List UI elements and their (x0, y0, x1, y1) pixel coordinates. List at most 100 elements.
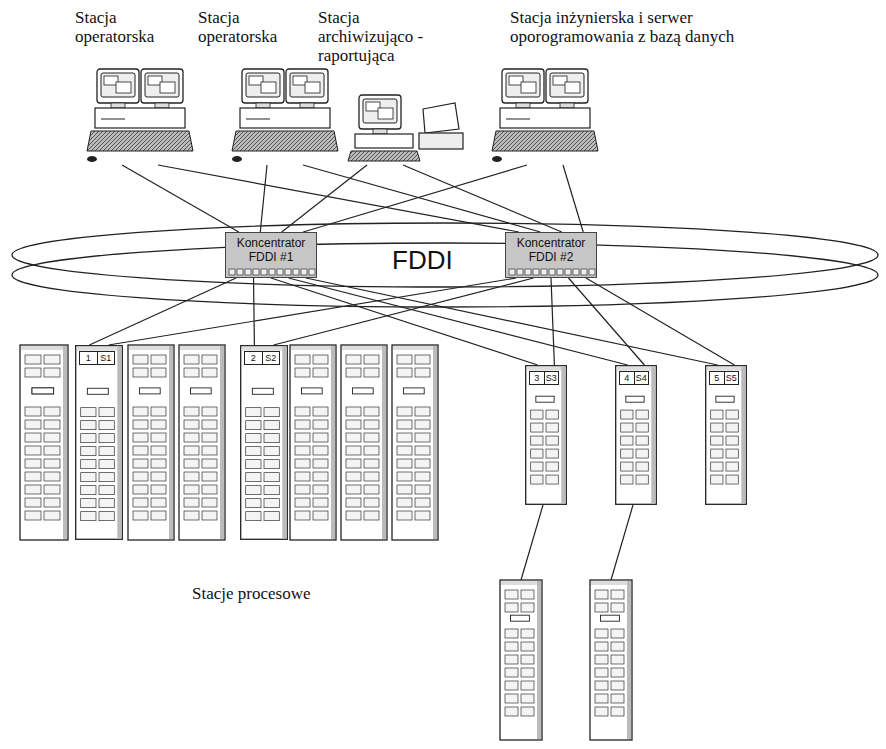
card-slot (611, 681, 624, 690)
card-slot (364, 472, 379, 481)
card-slot (621, 410, 633, 419)
card-slot (364, 485, 379, 494)
card-slot (611, 629, 624, 638)
card-slot (133, 407, 148, 416)
keyboard (87, 131, 193, 151)
card-slot (202, 407, 217, 416)
card-slot (295, 368, 310, 377)
workstation-icon (230, 69, 350, 165)
port (573, 269, 579, 275)
card-slot (25, 407, 41, 416)
mouse (232, 156, 242, 162)
node-label: Stacja operatorska (198, 8, 310, 46)
card-slot (99, 447, 114, 456)
card-slot (81, 434, 96, 443)
cabinet (706, 366, 747, 505)
card-slot (313, 446, 328, 455)
workstation: Stacja inżynierska i serwer oporogramowa… (500, 8, 785, 165)
card-slot (133, 498, 148, 507)
card-slot (711, 436, 723, 445)
drawing-stroke (87, 388, 108, 394)
card-slot (184, 368, 199, 377)
card-slot (25, 446, 41, 455)
card-slot (595, 603, 608, 612)
card-slot (415, 355, 430, 364)
network-cable (253, 278, 255, 345)
card-slot (246, 473, 261, 482)
card-slot (81, 447, 96, 456)
card-slot (397, 433, 412, 442)
drawing-stroke (561, 367, 565, 504)
card-slot (295, 459, 310, 468)
drawing-stroke (382, 346, 386, 539)
process-station: 1S1 (75, 345, 123, 540)
card-slot (313, 511, 328, 520)
card-slot (611, 668, 624, 677)
drawing-stroke (537, 581, 541, 739)
card-slot (397, 485, 412, 494)
drawing-stroke (155, 103, 169, 108)
card-slot (313, 433, 328, 442)
port (517, 269, 523, 275)
drawing-stroke (393, 346, 437, 350)
drawing-stroke (180, 346, 224, 350)
card-slot (711, 423, 723, 432)
port (557, 269, 563, 275)
node-label: Stacja inżynierska i serwer oporogramowa… (500, 8, 785, 46)
port (549, 269, 555, 275)
card-slot (364, 446, 379, 455)
card-slot (397, 407, 412, 416)
card-slot (25, 485, 41, 494)
card-slot (346, 485, 361, 494)
cabinet (76, 346, 123, 540)
card-slot (246, 499, 261, 508)
cabinet (590, 580, 632, 740)
drawing-stroke (191, 388, 212, 394)
card-slot (99, 473, 114, 482)
card-slot (531, 436, 543, 445)
card-slot (531, 462, 543, 471)
card-slot (726, 436, 738, 445)
card-slot (611, 694, 624, 703)
station-tag: 5S5 (709, 371, 739, 385)
card-slot (611, 707, 624, 716)
port (261, 269, 267, 275)
station-tag: 3S3 (529, 371, 559, 385)
card-slot (133, 368, 148, 377)
card-slot (44, 407, 60, 416)
process-station: 4S4 (615, 365, 657, 505)
card-slot (346, 407, 361, 416)
network-cable (288, 278, 627, 365)
card-slot (636, 436, 648, 445)
drawing-stroke (501, 581, 541, 585)
card-slot (151, 433, 166, 442)
card-slot (346, 446, 361, 455)
card-slot (295, 511, 310, 520)
port (541, 269, 547, 275)
cabinet-link (521, 505, 543, 580)
card-slot (415, 459, 430, 468)
cabinet (500, 580, 542, 740)
card-slot (546, 449, 558, 458)
network-cable (271, 278, 538, 365)
card-slot (364, 368, 379, 377)
card-slot (295, 472, 310, 481)
card-slot (151, 420, 166, 429)
cabinet (526, 366, 567, 505)
card-slot (44, 472, 60, 481)
drawing-stroke (331, 346, 335, 539)
card-slot (611, 603, 624, 612)
card-slot (505, 668, 518, 677)
card-slot (505, 681, 518, 690)
port (309, 269, 315, 275)
card-slot (611, 642, 624, 651)
card-slot (202, 498, 217, 507)
card-slot (81, 473, 96, 482)
group-label: Stacje procesowe (188, 585, 314, 604)
card-slot (184, 511, 199, 520)
card-slot (595, 655, 608, 664)
computer-base (355, 134, 413, 148)
drawing-stroke (506, 119, 530, 120)
card-slot (364, 420, 379, 429)
station-tag: 4S4 (619, 371, 649, 385)
